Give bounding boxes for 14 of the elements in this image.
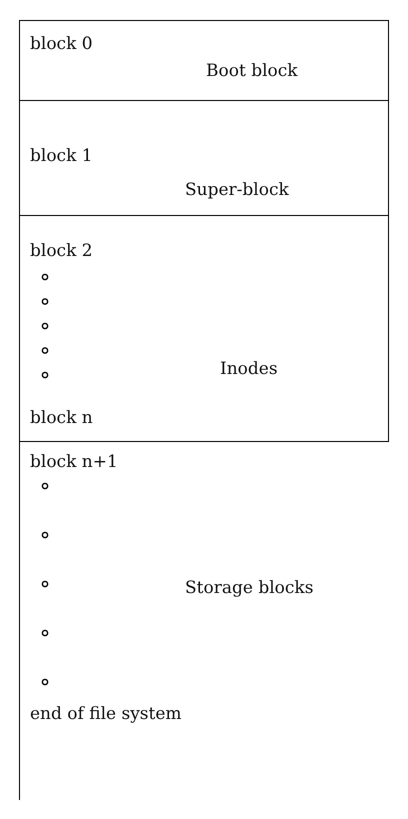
- block-region: [19, 20, 389, 100]
- block-region: [19, 441, 389, 800]
- block-region: [19, 100, 389, 215]
- block-number-label: block n: [30, 408, 93, 428]
- block-region: [19, 215, 389, 441]
- region-label: Boot block: [206, 61, 298, 81]
- block-number-label: block 2: [30, 241, 93, 261]
- block-number-label: block 0: [30, 34, 93, 54]
- region-label: Storage blocks: [185, 578, 314, 598]
- block-number-label: end of file system: [30, 704, 182, 724]
- region-label: Super-block: [185, 180, 289, 200]
- block-number-label: block 1: [30, 146, 93, 166]
- region-label: Inodes: [220, 359, 278, 379]
- block-number-label: block n+1: [30, 452, 118, 472]
